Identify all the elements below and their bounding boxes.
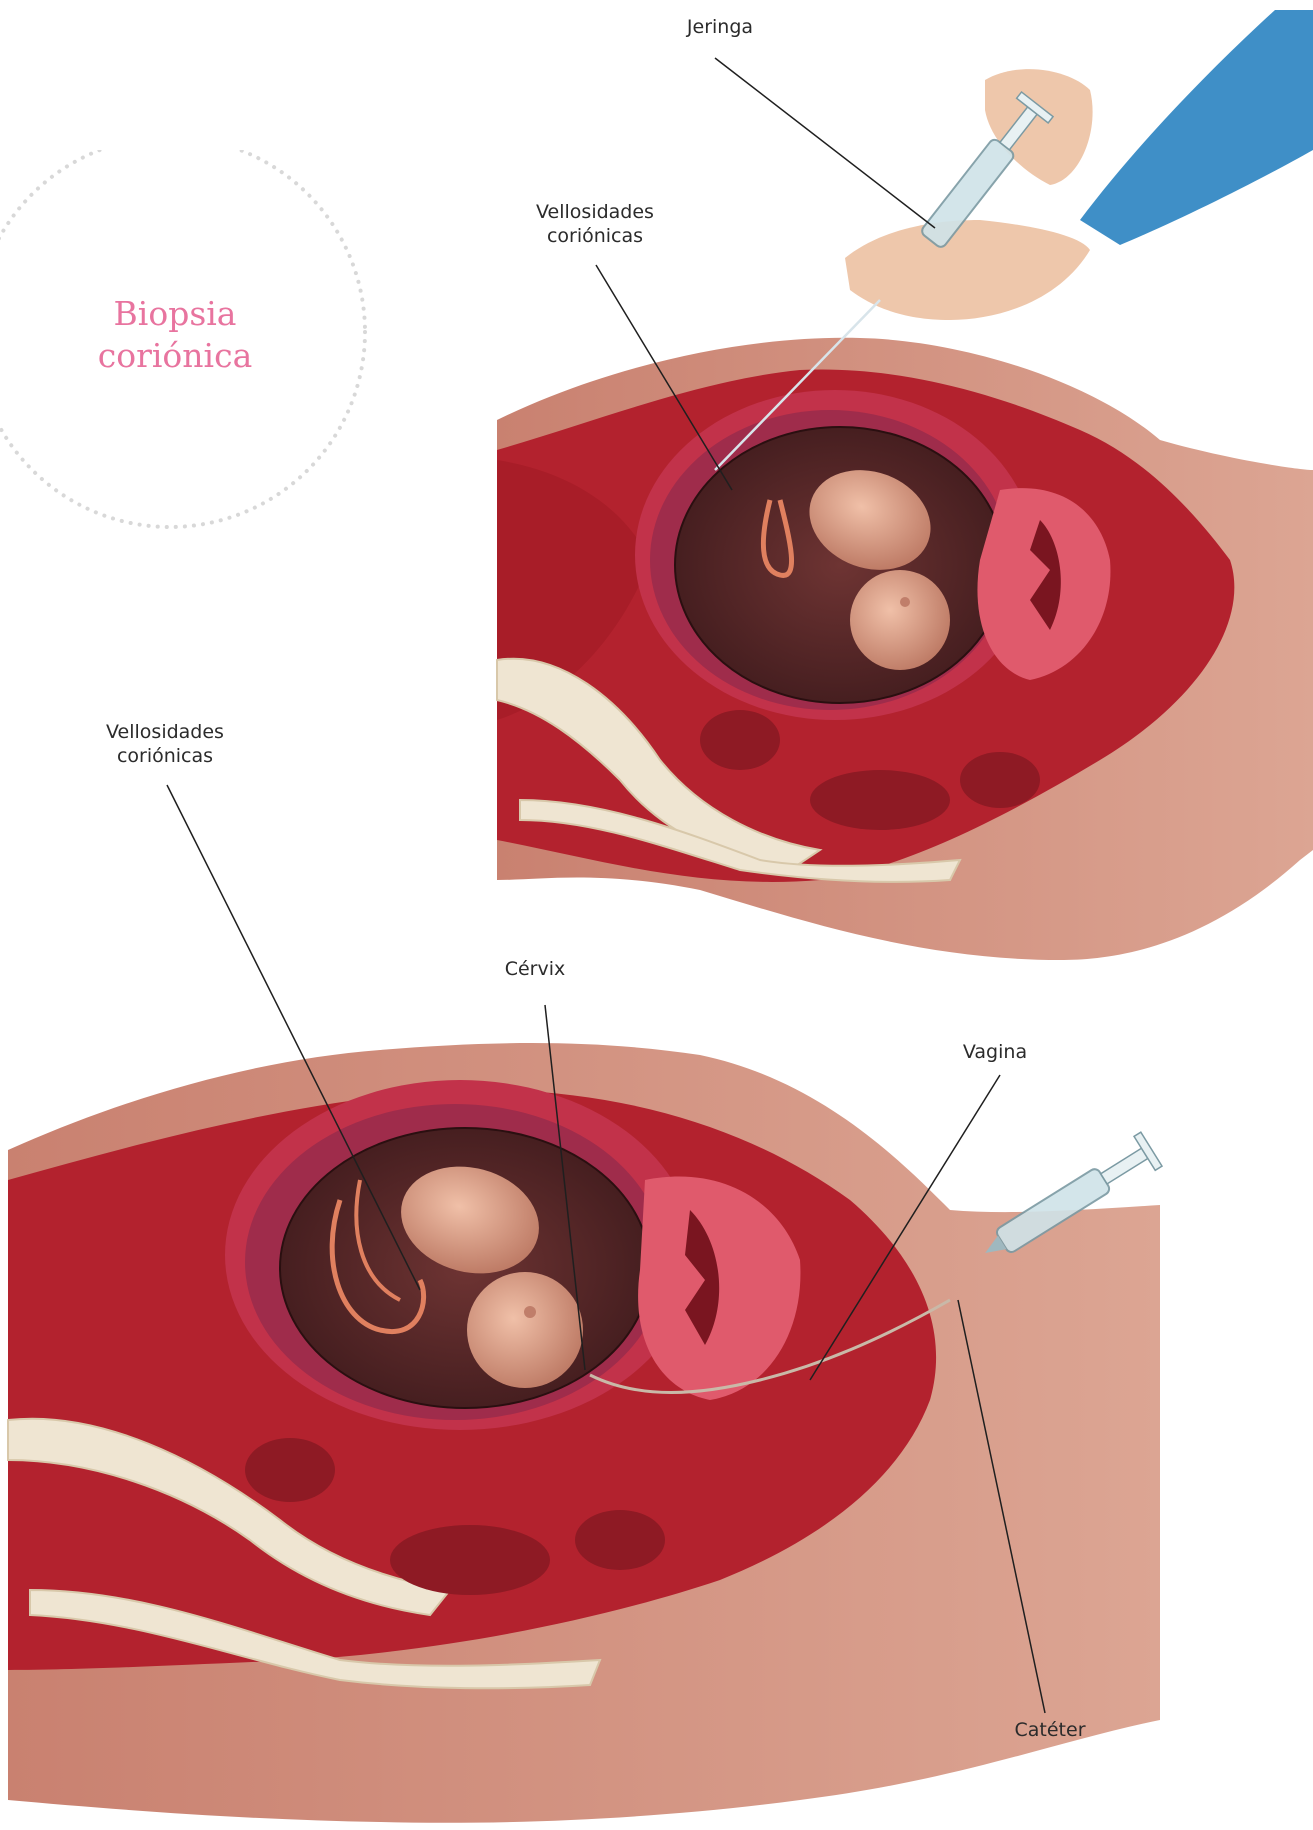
bottom-body-section [8,1043,1160,1823]
label-catheter: Catéter [990,1718,1110,1742]
label-villi-bottom: Vellosidades coriónicas [70,720,260,768]
label-villi-bottom-line2: coriónicas [70,744,260,768]
label-villi-top-line1: Vellosidades [500,200,690,224]
label-villi-bottom-line1: Vellosidades [70,720,260,744]
label-villi-top-line2: coriónicas [500,224,690,248]
label-villi-top: Vellosidades coriónicas [500,200,690,248]
label-jeringa: Jeringa [655,15,785,39]
label-cervix: Cérvix [480,957,590,981]
label-vagina: Vagina [940,1040,1050,1064]
